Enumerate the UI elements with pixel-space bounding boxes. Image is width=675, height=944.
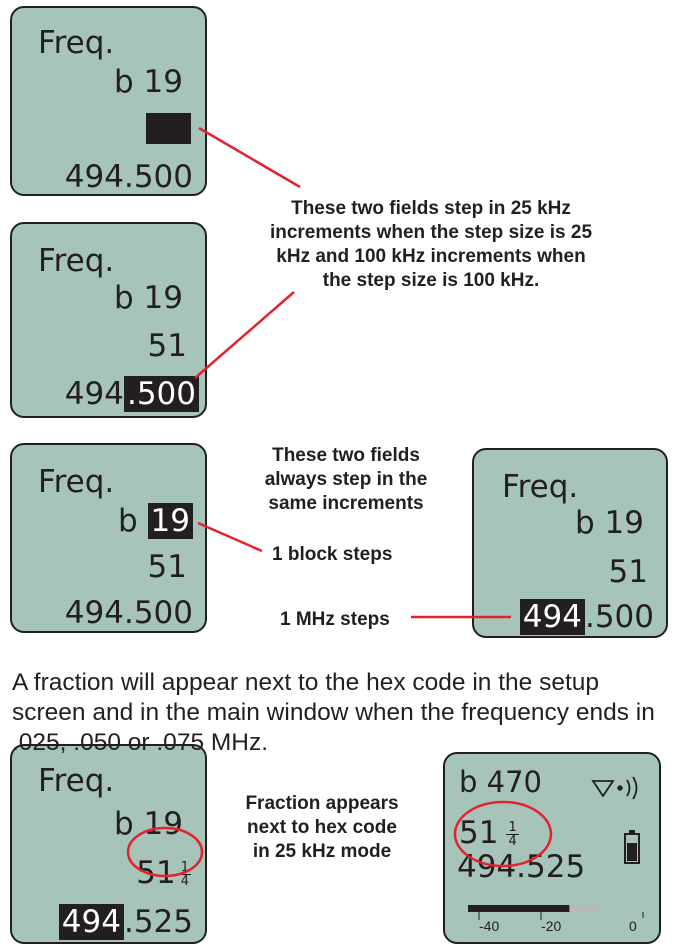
- callout-line-hex: [198, 126, 301, 189]
- frequency-value: 494.500: [519, 599, 654, 635]
- block-value: b 19: [118, 503, 193, 539]
- block-prefix: b: [118, 503, 138, 539]
- freq-decimal: .525: [123, 904, 193, 940]
- rf-meter-fill: [468, 905, 570, 912]
- note-line: same increments: [268, 493, 424, 514]
- fraction-denominator: 4: [508, 834, 517, 849]
- main-frequency-value: 494.525: [457, 849, 586, 885]
- freq-label: Freq.: [38, 464, 115, 500]
- block-value: b 19: [114, 64, 183, 100]
- note-line: next to hex code: [247, 817, 397, 838]
- note-line: the step size is 100 kHz.: [322, 270, 540, 291]
- lcd-screen-decimal-selected: Freq. b 19 51 494.500: [10, 222, 207, 418]
- lcd-screen-block-selected: Freq. b 19 51 494.500: [10, 443, 207, 633]
- note-line: Fraction appears: [245, 793, 399, 814]
- freq-mhz-highlighted: 494: [519, 599, 585, 635]
- main-fraction-circle: [453, 800, 553, 868]
- fraction-numerator: 1: [178, 860, 191, 875]
- meter-tick-label: 0: [629, 918, 637, 934]
- rf-meter: [468, 905, 644, 920]
- callout-line-decimal: [194, 291, 295, 379]
- lcd-screen-mhz-selected: Freq. b 19 51 494.500: [472, 448, 668, 638]
- freq-decimal: .500: [584, 599, 654, 635]
- hex-value: 51: [147, 549, 187, 585]
- frequency-value: 494.525: [58, 904, 193, 940]
- meter-tick-label: -40: [479, 918, 500, 934]
- note-block-steps: 1 block steps: [272, 544, 393, 565]
- note-same-increments: These two fields always step in the same…: [246, 444, 446, 516]
- hex-value: 51: [459, 815, 499, 851]
- note-25khz-steps: These two fields step in 25 kHz incremen…: [236, 197, 626, 293]
- note-line: always step in the: [264, 469, 428, 490]
- block-number-highlighted: 19: [147, 503, 193, 539]
- freq-mhz: 494: [64, 376, 124, 412]
- hex-value: 51: [136, 855, 176, 891]
- fraction-circle: [126, 826, 204, 878]
- freq-label: Freq.: [38, 25, 115, 61]
- frequency-value: 494.500: [64, 159, 193, 195]
- hex-value-highlighted: 51: [145, 113, 191, 144]
- lcd-screen-hex-selected: Freq. b 19 51 494.500: [10, 6, 207, 196]
- note-line: kHz and 100 kHz increments when: [276, 246, 586, 267]
- fraction-paragraph: A fraction will appear next to the hex c…: [12, 669, 655, 756]
- block-value: b 19: [114, 280, 183, 316]
- note-line: increments when the step size is 25: [269, 222, 593, 243]
- freq-label: Freq.: [502, 469, 579, 505]
- meter-tick-label: -20: [541, 918, 562, 934]
- note-line: These two fields: [272, 445, 420, 466]
- freq-decimal-highlighted: .500: [123, 376, 199, 412]
- freq-mhz-highlighted: 494: [58, 904, 124, 940]
- hex-value: 51: [147, 328, 187, 364]
- note-mhz-steps: 1 MHz steps: [280, 609, 390, 630]
- note-line: in 25 kHz mode: [252, 841, 392, 862]
- freq-label: Freq.: [38, 763, 115, 799]
- fraction-denominator: 4: [180, 874, 189, 889]
- fraction-numerator: 1: [506, 820, 519, 835]
- freq-label: Freq.: [38, 243, 115, 279]
- block-value: b 19: [575, 505, 644, 541]
- callout-line-block: [197, 521, 263, 553]
- battery-icon: [624, 830, 640, 864]
- main-block-value: b 470: [459, 765, 542, 799]
- hex-value: 51: [608, 554, 648, 590]
- frequency-value: 494.500: [64, 595, 193, 631]
- note-line: These two fields step in 25 kHz: [291, 198, 571, 219]
- frequency-value: 494.500: [64, 376, 199, 412]
- note-fraction: Fraction appears next to hex code in 25 …: [222, 792, 422, 864]
- antenna-icon: [591, 776, 638, 800]
- block-value: b 19: [114, 806, 183, 842]
